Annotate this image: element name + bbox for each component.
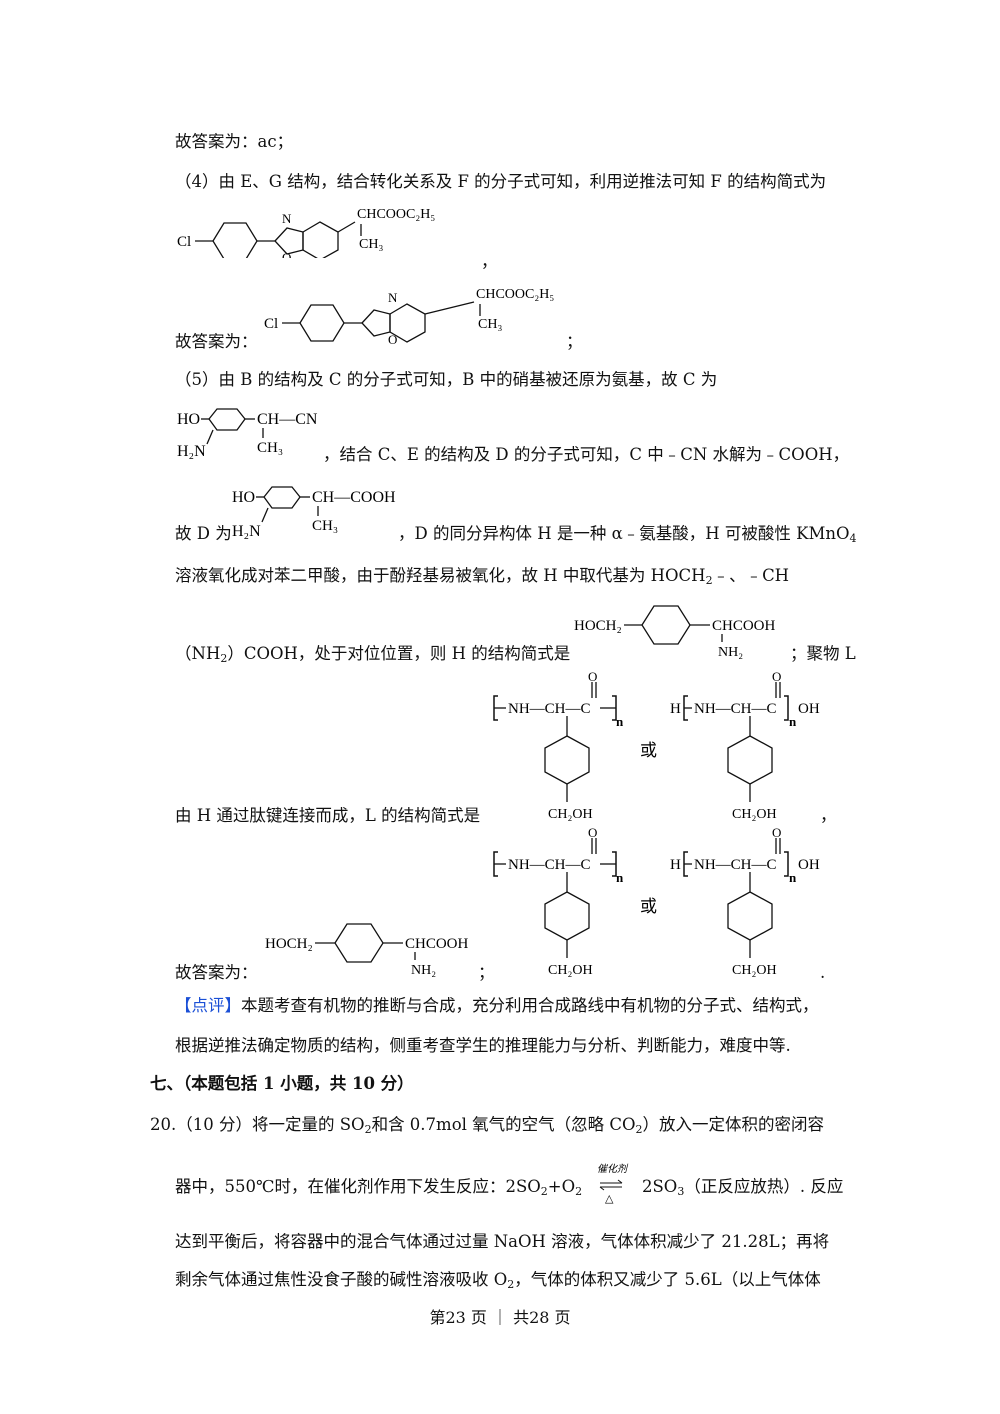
comment-line-2: 根据逆推法确定物质的结构，侧重考查学生的推理能力与分析、判断能力，难度中等. (175, 1036, 791, 1055)
nh-ch-c: NH—CH—C (694, 701, 777, 717)
svg-text:OH: OH (798, 857, 820, 873)
svg-text:CH₂OH: CH₂OH (732, 963, 777, 978)
polymer-l-structures: NH—CH—C O n CH₂OH 或 H NH—CH—C O n OH CH₂… (493, 672, 820, 822)
q20-line-4: 剩余气体通过焦性没食子酸的碱性溶液吸收 O2，气体的体积又减少了 5.6L（以上… (175, 1270, 821, 1291)
ch-cooh-label: CH—COOH (312, 489, 396, 506)
nh-ch-c: NH—CH—C (508, 701, 591, 717)
compound-h-answer: HOCH₂ CHCOOH NH₂ (265, 923, 469, 978)
oxidation-text: 溶液氧化成对苯二甲酸，由于酚羟基易被氧化，故 H 中取代基为 HOCH2﹣、﹣C… (175, 566, 790, 587)
methyl: CH₃ (359, 237, 383, 252)
methyl: CH₃ (312, 518, 338, 534)
svg-text:CH₂OH: CH₂OH (548, 963, 593, 978)
compound-d-structure: HO CH—COOH CH₃ (232, 486, 396, 534)
comma: ， (820, 806, 837, 825)
svg-text:CHCOOH: CHCOOH (405, 936, 469, 952)
hoch2-label: HOCH₂ (574, 618, 622, 634)
n-label: N (388, 290, 398, 305)
part5-text: （5）由 B 的结构及 C 的分子式可知，B 中的硝基被还原为氨基，故 C 为 (175, 370, 718, 389)
ch2oh-label: CH₂OH (732, 807, 777, 822)
ch-cn-label: CH—CN (257, 411, 318, 428)
cl-label: Cl (177, 234, 191, 250)
ho-label: HO (232, 489, 255, 506)
h-end: H (670, 701, 681, 717)
svg-text:HOCH₂: HOCH₂ (265, 936, 313, 952)
q20-line-1: 20.（10 分）将一定量的 SO2和含 0.7mol 氧气的空气（忽略 CO2… (150, 1115, 825, 1136)
heat-label: △ (605, 1193, 614, 1204)
carbonyl-o: O (772, 672, 781, 684)
ho-label: HO (177, 411, 200, 428)
chcooh-label: CHCOOH (712, 618, 776, 634)
oh-end: OH (798, 701, 820, 717)
para-position-text: （NH2）COOH，处于对位位置，则 H 的结构简式是 (175, 644, 571, 665)
nh2-label: NH₂ (718, 645, 743, 660)
hydrolysis-text: ，结合 C、E 的结构及 D 的分子式可知，C 中﹣CN 水解为﹣COOH， (323, 445, 850, 464)
ester-group: CHCOOC₂H₅ (357, 207, 435, 222)
or-label: 或 (640, 741, 657, 760)
svg-text:NH₂: NH₂ (411, 963, 436, 978)
comment-line-1: 【点评】本题考查有机物的推断与合成，充分利用合成路线中有机物的分子式、结构式， (175, 996, 819, 1015)
n-repeat: n (789, 714, 797, 729)
part4-text: （4）由 E、G 结构，结合转化关系及 F 的分子式可知，利用逆推法可知 F 的… (175, 172, 827, 191)
answer-label: 故答案为： (175, 332, 258, 351)
h2n-label-d: H₂N (232, 523, 261, 540)
o-label: O (282, 250, 291, 258)
o-label: O (388, 332, 397, 346)
svg-text:n: n (616, 870, 624, 885)
svg-text:n: n (789, 870, 797, 885)
catalyst-label: 催化剂 (597, 1163, 629, 1175)
answer-label: 故答案为： (175, 963, 258, 982)
svg-text:或: 或 (640, 897, 657, 916)
svg-text:H: H (670, 857, 681, 873)
isomer-text: ，D 的同分异构体 H 是一种 α﹣氨基酸，H 可被酸性 KMnO4 (398, 524, 857, 545)
comment-tag: 【点评】 (175, 996, 241, 1015)
ch2oh-label: CH₂OH (548, 807, 593, 822)
svg-text:O: O (772, 828, 781, 840)
compound-f-structure: Cl N O CHCOOC₂H₅ CH₃ (177, 207, 435, 258)
equilibrium-arrow: 催化剂 △ (597, 1163, 629, 1204)
compound-c-structure: HO H₂N CH—CN CH₃ (177, 408, 318, 460)
svg-text:NH—CH—C: NH—CH—C (694, 857, 777, 873)
period: . (820, 963, 826, 982)
compound-h-structure: HOCH₂ CHCOOH NH₂ (574, 605, 776, 660)
polymer-l-answer: NH—CH—C O n CH₂OH 或 H NH—CH—C O n OH CH₂… (493, 828, 820, 978)
cl-label: Cl (264, 316, 278, 332)
polymer-intro: ；聚物 L (790, 644, 856, 663)
q20-line-2: 器中，550℃时，在催化剂作用下发生反应：2SO2+O2 (175, 1177, 583, 1198)
svg-text:O: O (588, 828, 597, 840)
carbonyl-o: O (588, 672, 597, 684)
page-footer: 第23 页 ｜ 共28 页 (429, 1308, 571, 1327)
q20-line-2b: 2SO3（正反应放热）. 反应 (642, 1177, 844, 1198)
d-prefix: 故 D 为 (175, 524, 232, 543)
semicolon: ； (566, 332, 583, 351)
peptide-text: 由 H 通过肽键连接而成，L 的结构简式是 (175, 806, 481, 825)
ester-group: CHCOOC₂H₅ (476, 287, 554, 302)
compound-f-answer: Cl N O CHCOOC₂H₅ CH₃ (264, 287, 554, 346)
comma: ， (481, 252, 498, 271)
q20-line-3: 达到平衡后，将容器中的混合气体通过过量 NaOH 溶液，气体体积减少了 21.2… (175, 1232, 830, 1251)
section-header: 七、（本题包括 1 小题，共 10 分） (150, 1074, 414, 1093)
answer-line-ac: 故答案为：ac； (175, 132, 294, 151)
n-label: N (282, 211, 292, 226)
methyl: CH₃ (257, 440, 283, 456)
svg-text:H₂N: H₂N (232, 523, 261, 540)
h2n-label: H₂N (177, 443, 206, 460)
methyl: CH₃ (478, 317, 502, 332)
n-repeat: n (616, 714, 624, 729)
svg-text:NH—CH—C: NH—CH—C (508, 857, 591, 873)
semicolon: ； (478, 963, 495, 982)
